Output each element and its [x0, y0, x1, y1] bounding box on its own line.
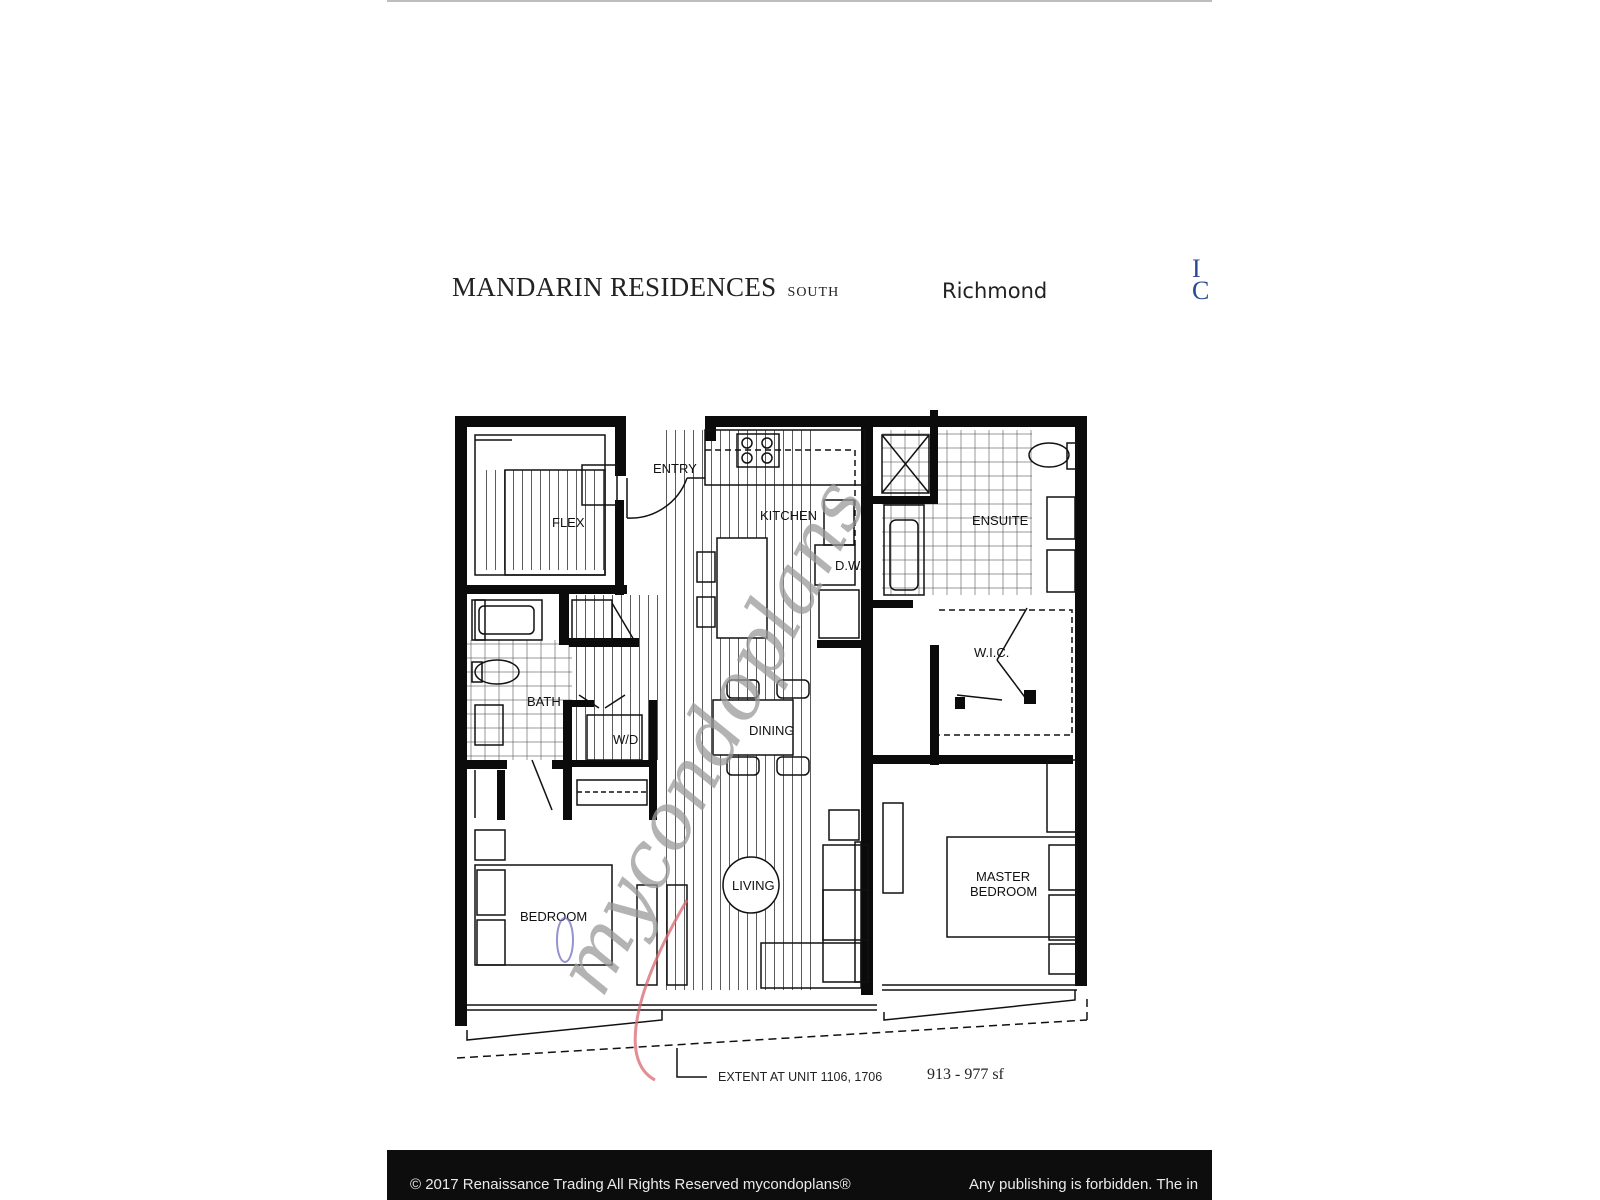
room-label-dw: D.W. [835, 558, 863, 573]
ensuite-floor-tiles [882, 430, 1032, 595]
extent-note: EXTENT AT UNIT 1106, 1706 [718, 1070, 883, 1084]
balconies [456, 984, 1088, 1078]
room-label-ensuite: ENSUITE [972, 513, 1029, 528]
watermark-swirl [633, 899, 689, 1082]
wic-closet [939, 609, 1073, 736]
doors [626, 477, 1028, 701]
thin-partitions [471, 429, 1078, 989]
wic-post-2 [955, 697, 965, 709]
room-label-wic: W.I.C. [974, 645, 1009, 660]
room-label-entry: ENTRY [653, 461, 697, 476]
room-label-flex: FLEX [552, 515, 585, 530]
floor-plan-drawing: FLEX ENTRY KITCHEN D.W. ENSUITE W.I.C. B… [455, 410, 1088, 1082]
developer-logo-fragment: I C [1192, 254, 1210, 305]
flex-floor [482, 470, 612, 570]
top-border-line [387, 0, 1212, 2]
project-name: MANDARIN RESIDENCES [452, 272, 777, 302]
project-title: MANDARIN RESIDENCES SOUTH [452, 272, 839, 303]
room-label-living: LIVING [732, 878, 775, 893]
room-label-master-line2: BEDROOM [970, 884, 1037, 899]
copyright-text: © 2017 Renaissance Trading All Rights Re… [410, 1176, 851, 1193]
room-label-kitchen: KITCHEN [760, 508, 817, 523]
floor-plan-page: MANDARIN RESIDENCES SOUTH Richmond I C [387, 0, 1212, 1200]
room-label-dining: DINING [749, 723, 795, 738]
room-label-bath: BATH [527, 694, 561, 709]
unit-area: 913 - 977 sf [927, 1066, 1004, 1083]
room-label-master-line1: MASTER [976, 869, 1030, 884]
living-ottoman [722, 856, 780, 914]
project-suffix: SOUTH [787, 285, 840, 300]
bath-floor [462, 640, 572, 760]
footer-bar: © 2017 Renaissance Trading All Rights Re… [387, 1150, 1212, 1200]
interior-walls [467, 410, 1073, 820]
city-label: Richmond [942, 279, 1048, 303]
publishing-notice: Any publishing is forbidden. The in [969, 1176, 1199, 1193]
wic-post [1024, 690, 1036, 704]
room-label-bedroom: BEDROOM [520, 909, 587, 924]
exterior-walls [455, 416, 1087, 1026]
watermark-logo-mark [556, 917, 574, 963]
room-label-wd: W/D [613, 732, 638, 747]
